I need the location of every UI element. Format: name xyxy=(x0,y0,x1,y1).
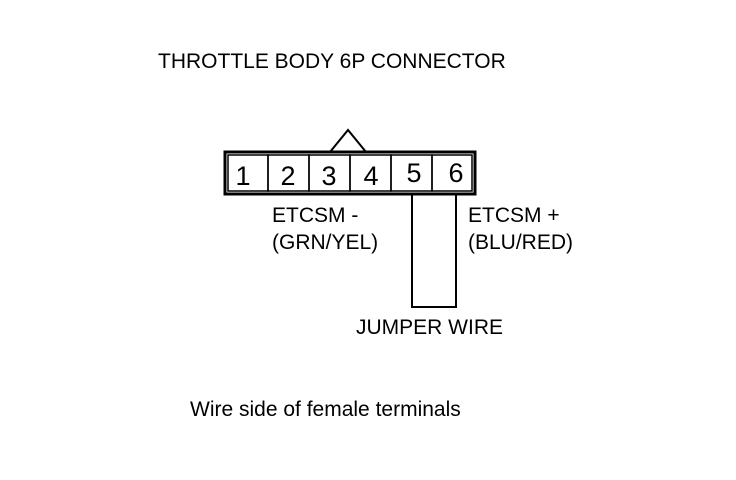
terminal-view-caption: Wire side of female terminals xyxy=(190,398,461,421)
etcsm-positive-wire-color: (BLU/RED) xyxy=(468,231,574,254)
jumper-wire-label: JUMPER WIRE xyxy=(356,316,503,339)
pin-number-6: 6 xyxy=(448,158,463,188)
etcsm-negative-wire-color: (GRN/YEL) xyxy=(272,231,379,254)
connector-lock-tab xyxy=(329,128,367,153)
pin-number-4: 4 xyxy=(363,161,378,191)
pin-number-3: 3 xyxy=(321,161,336,191)
jumper-wire-line xyxy=(411,194,457,308)
pin-number-5: 5 xyxy=(406,158,421,188)
etcsm-positive-label: ETCSM + xyxy=(468,204,560,227)
pin-number-1: 1 xyxy=(235,161,250,191)
diagram-title: THROTTLE BODY 6P CONNECTOR xyxy=(158,50,506,73)
pin-number-2: 2 xyxy=(280,161,295,191)
pin-cavity-6 xyxy=(431,154,473,192)
etcsm-negative-label: ETCSM - xyxy=(272,204,359,227)
